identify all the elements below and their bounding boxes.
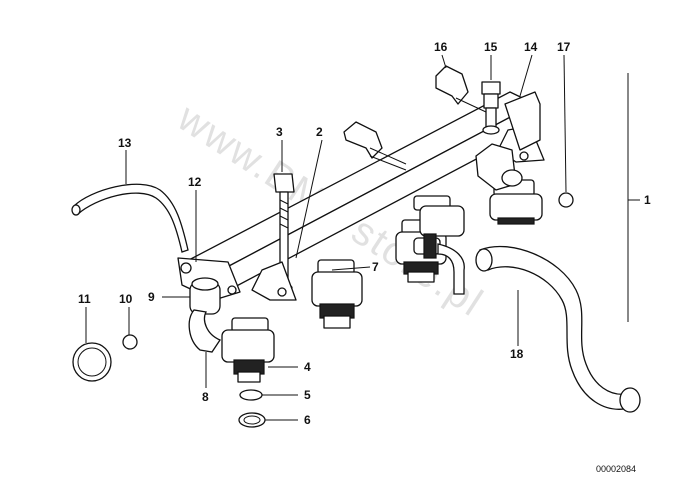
callout-10: 10 [119, 292, 133, 306]
callout-8: 8 [202, 390, 209, 404]
injector-2 [311, 259, 363, 329]
callout-4: 4 [304, 360, 311, 374]
fuel-injector-rail-assembly [71, 65, 641, 428]
diagram-code: 00002084 [596, 464, 636, 474]
callout-9: 9 [148, 290, 155, 304]
callout-16: 16 [434, 40, 448, 54]
callout-5: 5 [304, 388, 311, 402]
callout-11: 11 [78, 292, 91, 306]
injector-4 [413, 195, 465, 237]
callout-14: 14 [524, 40, 538, 54]
callout-1: 1 [644, 193, 651, 207]
callout-6: 6 [304, 413, 311, 427]
callout-17: 17 [557, 40, 571, 54]
callout-18: 18 [510, 347, 524, 361]
callout-15: 15 [484, 40, 498, 54]
callout-labels: 1 2 3 4 5 6 7 8 9 10 11 12 13 14 15 16 1… [78, 40, 651, 427]
callout-3: 3 [276, 125, 283, 139]
callout-12: 12 [188, 175, 202, 189]
leader-lines [85, 54, 640, 421]
callout-7: 7 [372, 260, 379, 274]
callout-2: 2 [316, 125, 323, 139]
injector-1 [221, 317, 275, 383]
callout-13: 13 [118, 136, 132, 150]
